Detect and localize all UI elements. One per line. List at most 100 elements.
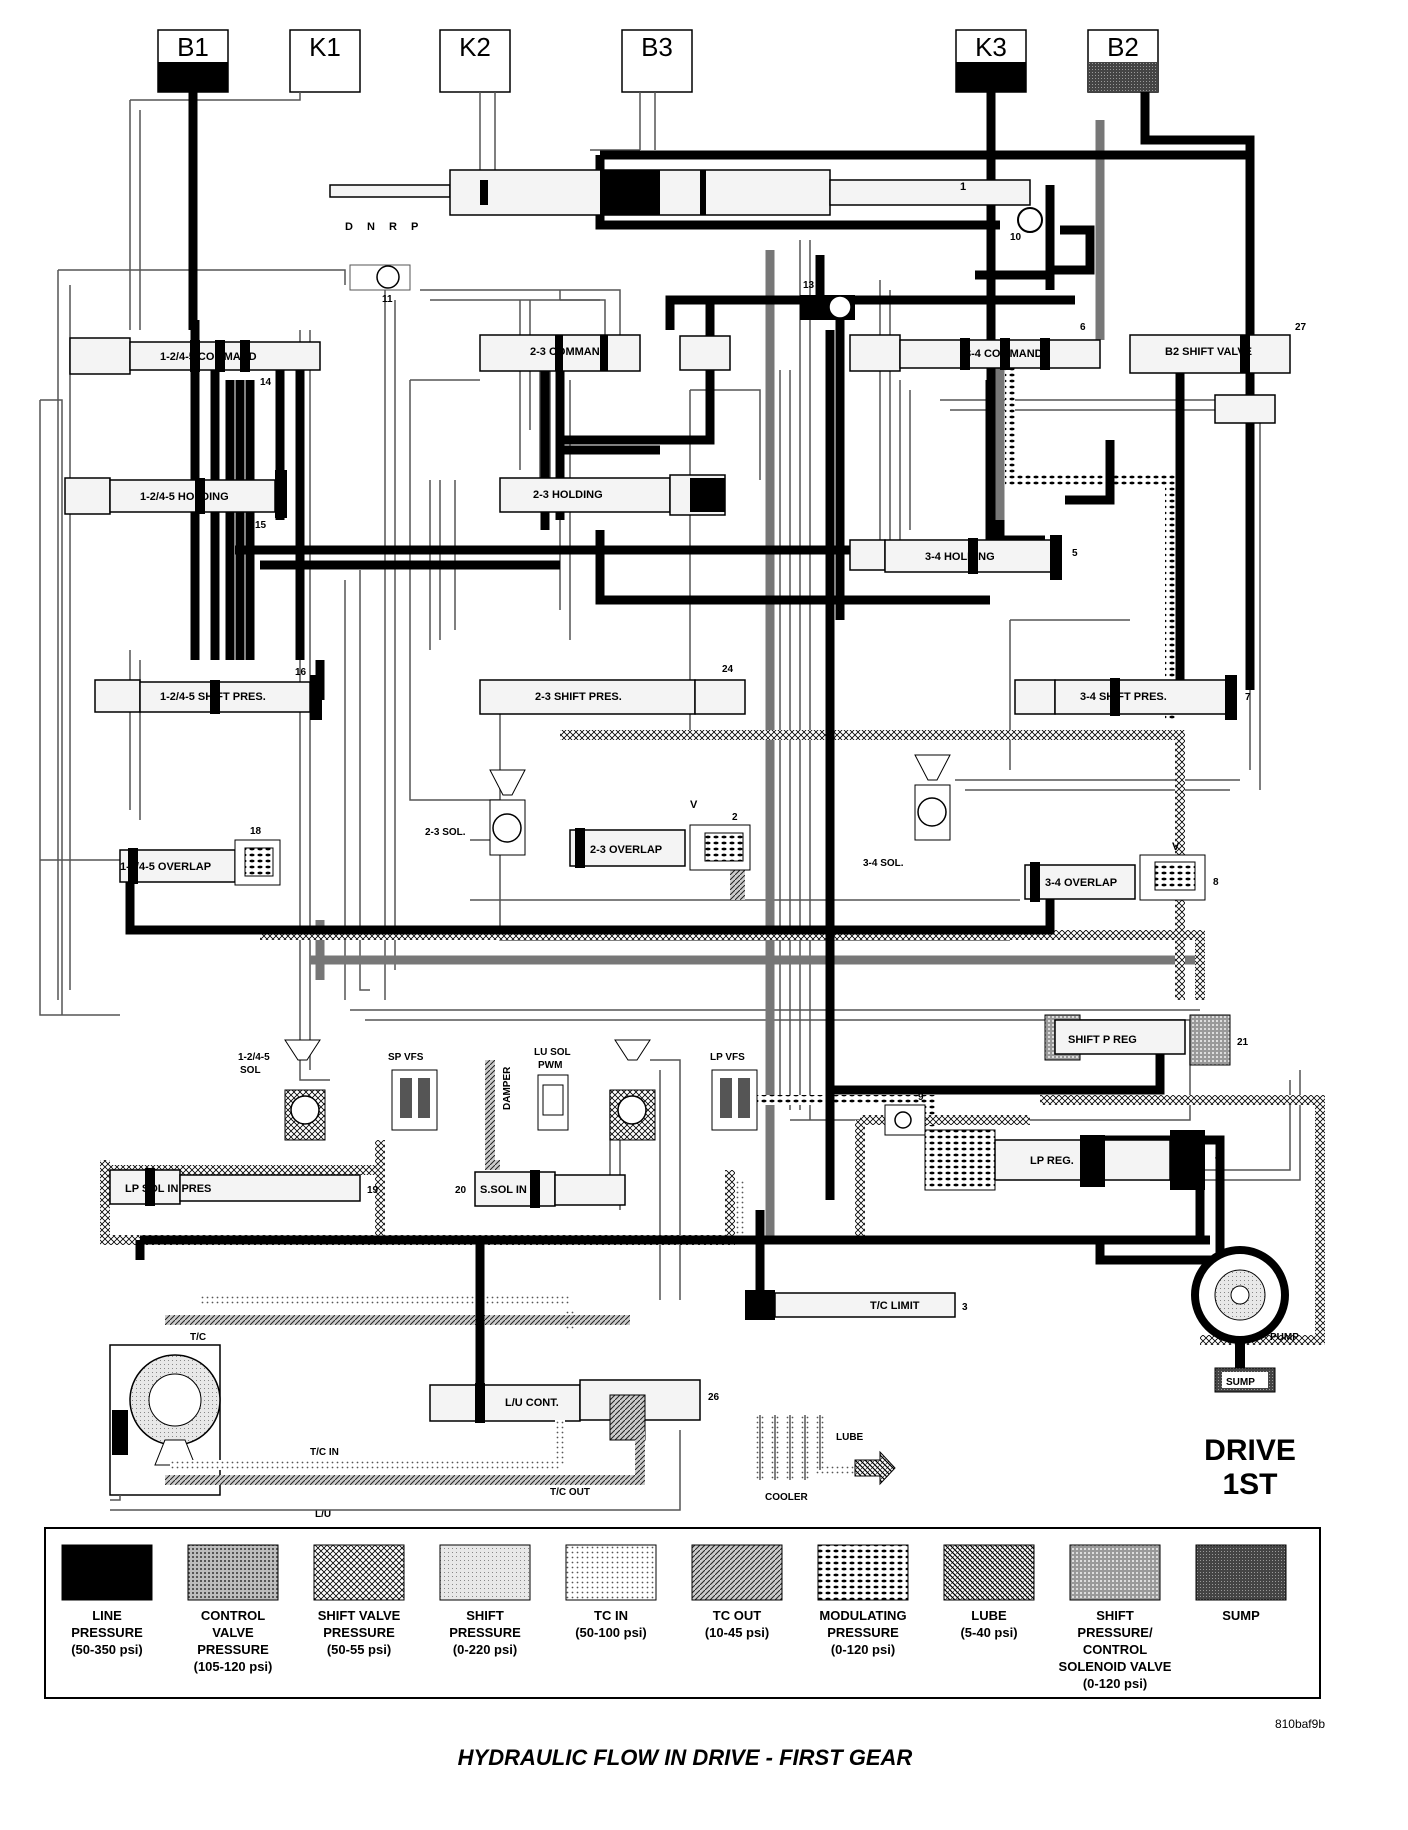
check-valve-9: 9: [884, 1092, 926, 1136]
valve-holding-1245: 1-2/4-5 HOLDING 15: [64, 470, 287, 531]
valve-label: 1-2/4-5 COMMAND: [160, 351, 257, 363]
valve-label: 1-2/4-5 HOLDING: [140, 491, 229, 503]
v-mark: V: [1172, 841, 1180, 853]
solenoid-label: SP VFS: [388, 1052, 424, 1063]
valve-number: 6: [1080, 322, 1086, 333]
valve-label: 3-4 COMMAND: [965, 348, 1043, 360]
legend-label: TC IN: [594, 1608, 628, 1623]
selector-position-n: N: [367, 221, 375, 233]
legend-label: PRESSURE: [71, 1625, 143, 1640]
valve-number: 27: [1295, 322, 1307, 333]
legend-item: LUBE (5-40 psi): [943, 1544, 1035, 1640]
figure-caption: HYDRAULIC FLOW IN DRIVE - FIRST GEAR: [458, 1745, 913, 1770]
valve-number: 24: [722, 664, 734, 675]
legend-label: SUMP: [1222, 1608, 1260, 1623]
check-ball-icon: [828, 295, 852, 319]
valve-overlap-23: 2-3 OVERLAP 2 V: [569, 799, 751, 871]
pump-label: PUMP: [1270, 1332, 1299, 1343]
valve-command-34: 3-4 COMMAND 6: [849, 322, 1101, 372]
solenoid-lu-sol-pwm: LU SOL PWM DAMPER: [502, 1047, 571, 1131]
legend-swatch: [313, 1544, 405, 1601]
solenoid-1245: 1-2/4-5 SOL: [238, 1039, 326, 1141]
legend-label: (0-120 psi): [831, 1642, 895, 1657]
legend-label: VALVE: [212, 1625, 254, 1640]
valve-number: 15: [255, 520, 267, 531]
legend-swatch: [817, 1544, 909, 1601]
valve-number: 13: [803, 280, 815, 291]
valve-number: 5: [1072, 548, 1078, 559]
valve-tc-limit: T/C LIMIT 3: [745, 1290, 968, 1320]
solenoid-sp-vfs: SP VFS: [388, 1052, 438, 1131]
valve-number: 1: [960, 181, 966, 193]
legend-swatch: [187, 1544, 279, 1601]
valve-label: S.SOL IN P: [480, 1184, 537, 1196]
legend-label: PRESSURE: [827, 1625, 899, 1640]
clutch-label: B3: [641, 32, 673, 62]
valve-number: 3: [962, 1302, 968, 1313]
legend-label: PRESSURE: [323, 1625, 395, 1640]
valve-holding-23: 2-3 HOLDING: [499, 474, 726, 516]
legend-label: CONTROL: [201, 1608, 265, 1623]
clutch-label: B1: [177, 32, 209, 62]
legend-label: (50-55 psi): [327, 1642, 391, 1657]
valve-shift-pres-23: 2-3 SHIFT PRES. 24: [479, 664, 746, 715]
valve-number: 9: [918, 1092, 924, 1103]
valve-shift-p-reg: SHIFT P REG 21: [1044, 1014, 1249, 1066]
clutch-b2: B2: [1087, 29, 1159, 93]
check-ball-icon: [1017, 207, 1043, 233]
solenoid-label: LU SOL: [534, 1047, 571, 1058]
figure-code: 810baf9b: [1275, 1717, 1325, 1731]
valve-number: 26: [708, 1392, 720, 1403]
valve-lp-sol-in-pres: LP SOL IN PRES 19: [109, 1168, 379, 1206]
legend-label: (50-100 psi): [575, 1625, 647, 1640]
valve-label: 2-3 SHIFT PRES.: [535, 691, 622, 703]
legend-swatch: [943, 1544, 1035, 1601]
tc-label: T/C: [190, 1332, 206, 1343]
valve-number: 2: [732, 812, 738, 823]
valve-label: 1-2/4-5 SHIFT PRES.: [160, 691, 266, 703]
tc-in-label: T/C IN: [310, 1447, 339, 1458]
valve-number: 21: [1237, 1037, 1249, 1048]
valve-label: 2-3 OVERLAP: [590, 844, 662, 856]
valve-lu-cont: L/U CONT. 26: [429, 1379, 720, 1441]
legend-swatch: [61, 1544, 153, 1601]
check-ball-13: 13: [800, 280, 855, 320]
legend-label: LUBE: [971, 1608, 1007, 1623]
valve-number: 10: [1010, 232, 1022, 243]
check-ball-icon: [376, 265, 400, 289]
selector-position-p: P: [411, 221, 418, 233]
clutch-k2: K2: [439, 29, 511, 93]
solenoid-label: 2-3 SOL.: [425, 827, 466, 838]
clutch-k1: K1: [289, 29, 361, 93]
solenoid-ball-icon: [917, 797, 947, 827]
sump: SUMP: [1214, 1367, 1276, 1393]
legend-item: TC OUT(10-45 psi): [691, 1544, 783, 1640]
check-ball-11: 11: [349, 264, 411, 305]
solenoid-label: LP VFS: [710, 1052, 745, 1063]
lu-label: L/U: [315, 1509, 331, 1520]
legend-item: SUMP: [1195, 1544, 1287, 1623]
valve-label: SHIFT P REG: [1068, 1034, 1137, 1046]
valve-number: 14: [260, 377, 272, 388]
solenoid-label: PWM: [538, 1060, 562, 1071]
legend-label: (5-40 psi): [960, 1625, 1017, 1640]
solenoid-ball-icon: [290, 1095, 320, 1125]
valve-command-1245: 1-2/4-5 COMMAND 14: [69, 337, 321, 388]
valve-b2-shift: B2 SHIFT VALVE 27: [1129, 322, 1307, 374]
tc-out-label: T/C OUT: [550, 1487, 590, 1498]
solenoid-23: 2-3 SOL.: [425, 769, 526, 856]
valve-label: 3-4 HOLDING: [925, 551, 995, 563]
legend-label: LINE: [92, 1608, 122, 1623]
legend-label: PRESSURE/: [1077, 1625, 1153, 1640]
legend-label: (0-220 psi): [453, 1642, 517, 1657]
valve-shift-pres-34: 3-4 SHIFT PRES. 7: [1014, 675, 1251, 720]
clutch-k3: K3: [955, 29, 1027, 93]
clutch-label: K1: [309, 32, 341, 62]
valve-label: 1-2/4-5 OVERLAP: [120, 861, 211, 873]
legend-label: SHIFT: [466, 1608, 504, 1623]
lube-label: LUBE: [836, 1432, 864, 1443]
